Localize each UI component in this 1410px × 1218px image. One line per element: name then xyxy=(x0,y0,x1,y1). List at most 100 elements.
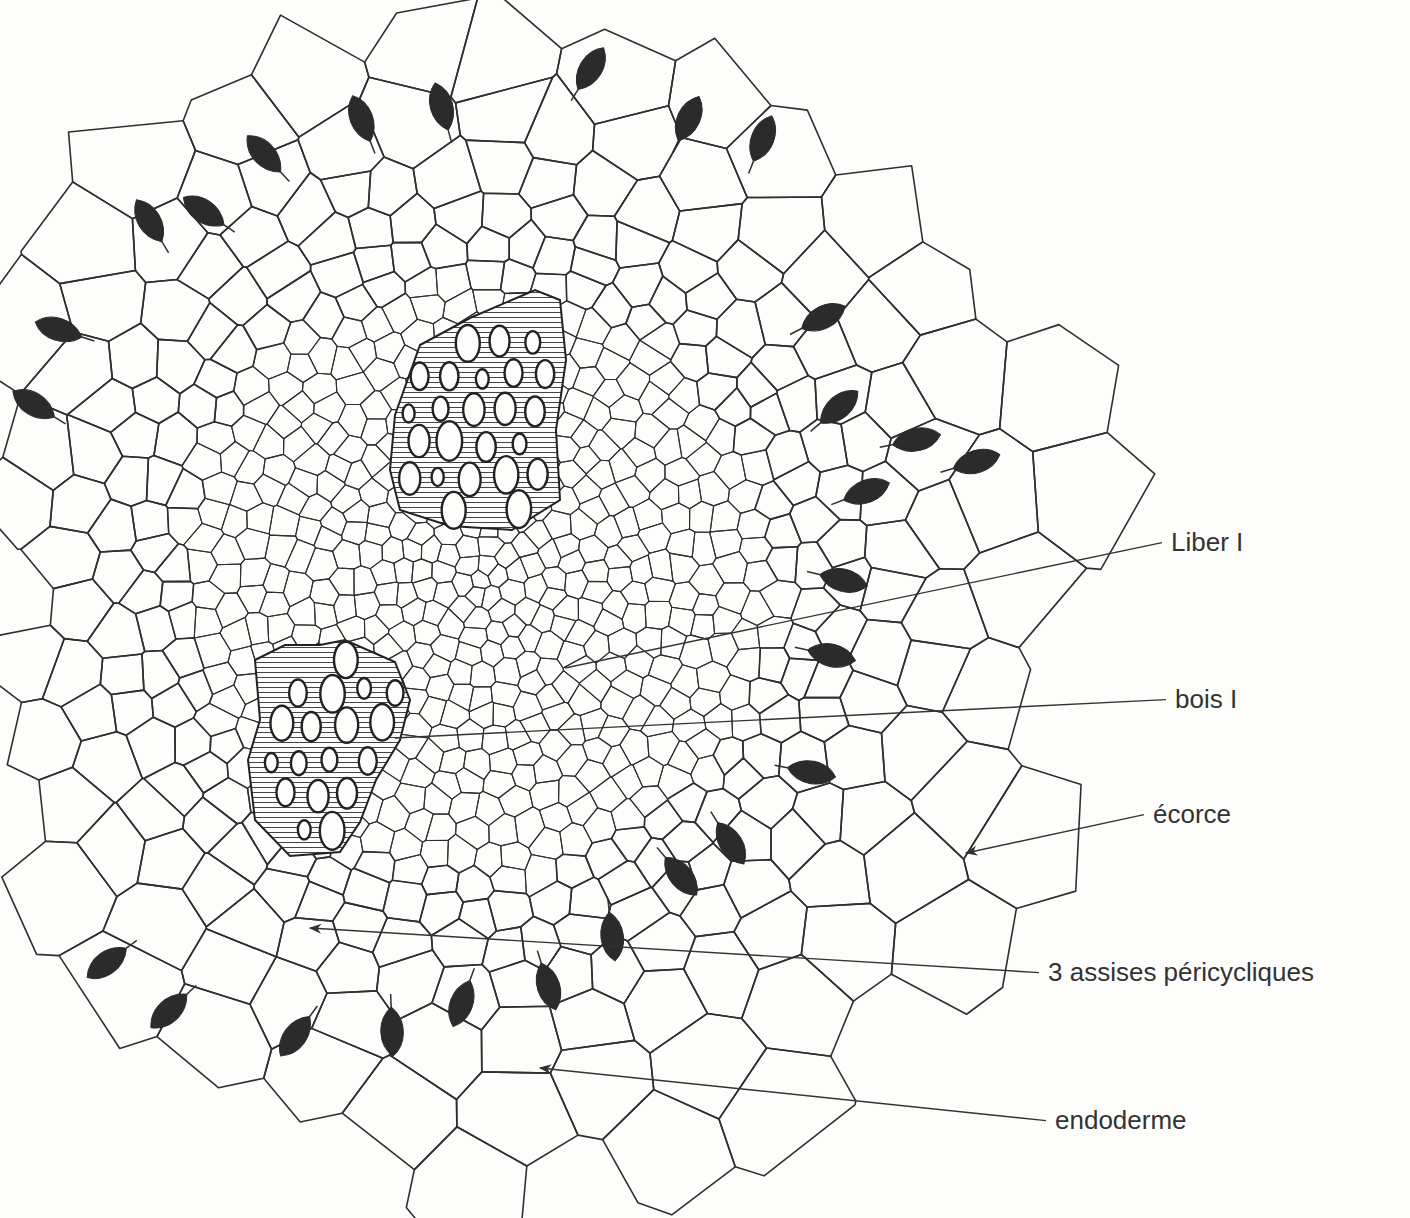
dark-cell-tail xyxy=(941,469,953,473)
cell-wall xyxy=(731,618,759,649)
cell-wall xyxy=(61,684,117,741)
xylem-vessel xyxy=(276,779,294,807)
cell-wall xyxy=(691,755,725,792)
dark-cell xyxy=(272,999,327,1062)
cell-wall xyxy=(230,481,263,511)
cell-wall xyxy=(781,658,819,700)
xylem-vessel xyxy=(476,432,495,462)
cell-wall xyxy=(209,267,267,326)
cell-wall xyxy=(405,267,438,298)
dark-cell xyxy=(379,994,404,1057)
cell-wall xyxy=(649,276,687,324)
dark-cell xyxy=(127,194,178,259)
cell-wall xyxy=(210,325,256,373)
cell-wall xyxy=(628,912,696,971)
dark-cell-tail xyxy=(790,329,802,335)
cell-wall xyxy=(21,526,101,588)
cell-wall xyxy=(569,877,610,918)
cell-wall xyxy=(678,479,701,509)
cell-wall xyxy=(466,260,505,290)
cell-wall xyxy=(365,523,391,546)
cell-wall xyxy=(182,443,222,481)
cell-wall xyxy=(713,737,743,775)
cell-wall xyxy=(440,700,470,729)
cell-wall xyxy=(582,560,609,582)
dark-cell-tail xyxy=(126,940,136,948)
xylem-vessel xyxy=(265,753,278,772)
cell-wall xyxy=(220,442,249,478)
cell-wall xyxy=(579,496,610,524)
cell-wall xyxy=(673,310,717,346)
dark-cell xyxy=(443,964,485,1030)
cell-wall xyxy=(499,579,526,605)
cell-wall xyxy=(267,405,302,438)
cell-wall xyxy=(116,778,184,840)
cell-wall xyxy=(382,293,418,334)
cell-wall xyxy=(421,224,467,269)
cell-wall xyxy=(73,732,143,803)
cell-wall xyxy=(182,853,254,927)
cell-wall xyxy=(455,642,482,666)
xylem-vessel xyxy=(495,393,516,425)
cell-wall xyxy=(533,237,575,275)
leader-layer xyxy=(310,543,1166,1121)
cell-wall xyxy=(661,503,689,534)
cell-wall xyxy=(155,544,191,582)
xylem-vessel xyxy=(359,747,377,774)
dark-cell-tail xyxy=(608,899,610,912)
dark-cell xyxy=(239,128,298,189)
cell-wall xyxy=(648,655,682,684)
dark-cell-tail xyxy=(470,968,474,980)
dark-cell-tail xyxy=(390,994,392,1007)
cell-wall xyxy=(162,638,204,678)
cell-wall xyxy=(132,377,180,424)
cell-wall xyxy=(342,1055,457,1170)
leader-line xyxy=(540,1068,1046,1121)
cell-wall xyxy=(684,932,759,1019)
dark-cell-body xyxy=(840,472,894,510)
cell-wall xyxy=(69,121,196,219)
cell-wall xyxy=(397,582,418,608)
cell-wall xyxy=(603,323,640,360)
cell-wall xyxy=(633,499,663,531)
dark-cell-body xyxy=(424,80,459,133)
xylem-vessel xyxy=(320,675,344,713)
cell-wall xyxy=(515,597,541,625)
cell-wall xyxy=(389,512,416,540)
cell-wall xyxy=(624,969,707,1053)
cell-wall xyxy=(519,158,577,209)
cell-wall xyxy=(361,307,393,342)
cell-wall xyxy=(719,1048,856,1176)
xylem-layer xyxy=(248,290,566,856)
cell-wall xyxy=(537,658,564,685)
cell-wall xyxy=(539,730,571,761)
cell-wall xyxy=(420,840,448,867)
xylem-vessel xyxy=(399,462,420,494)
cell-wall xyxy=(403,666,431,690)
cell-wall xyxy=(141,280,210,342)
cell-wall xyxy=(690,688,721,717)
xylem-vessel xyxy=(490,326,510,357)
xylem-vessel xyxy=(525,331,540,354)
cell-wall xyxy=(308,337,337,374)
cell-wall xyxy=(21,182,135,284)
cell-wall xyxy=(649,362,684,396)
cell-wall xyxy=(277,483,309,515)
cell-wall xyxy=(160,581,194,611)
cell-wall xyxy=(743,560,777,591)
cell-wall xyxy=(640,675,671,706)
cell-wall xyxy=(406,1127,526,1218)
cell-wall xyxy=(183,75,299,165)
cell-wall xyxy=(755,481,794,520)
cell-wall xyxy=(451,0,562,103)
cell-wall xyxy=(535,631,564,660)
cell-wall xyxy=(837,280,920,373)
cell-wall xyxy=(405,808,434,842)
cell-wall xyxy=(563,656,596,684)
cell-wall xyxy=(480,640,503,667)
cell-wall xyxy=(317,422,349,455)
cell-wall xyxy=(727,647,761,681)
cell-wall xyxy=(100,654,144,695)
